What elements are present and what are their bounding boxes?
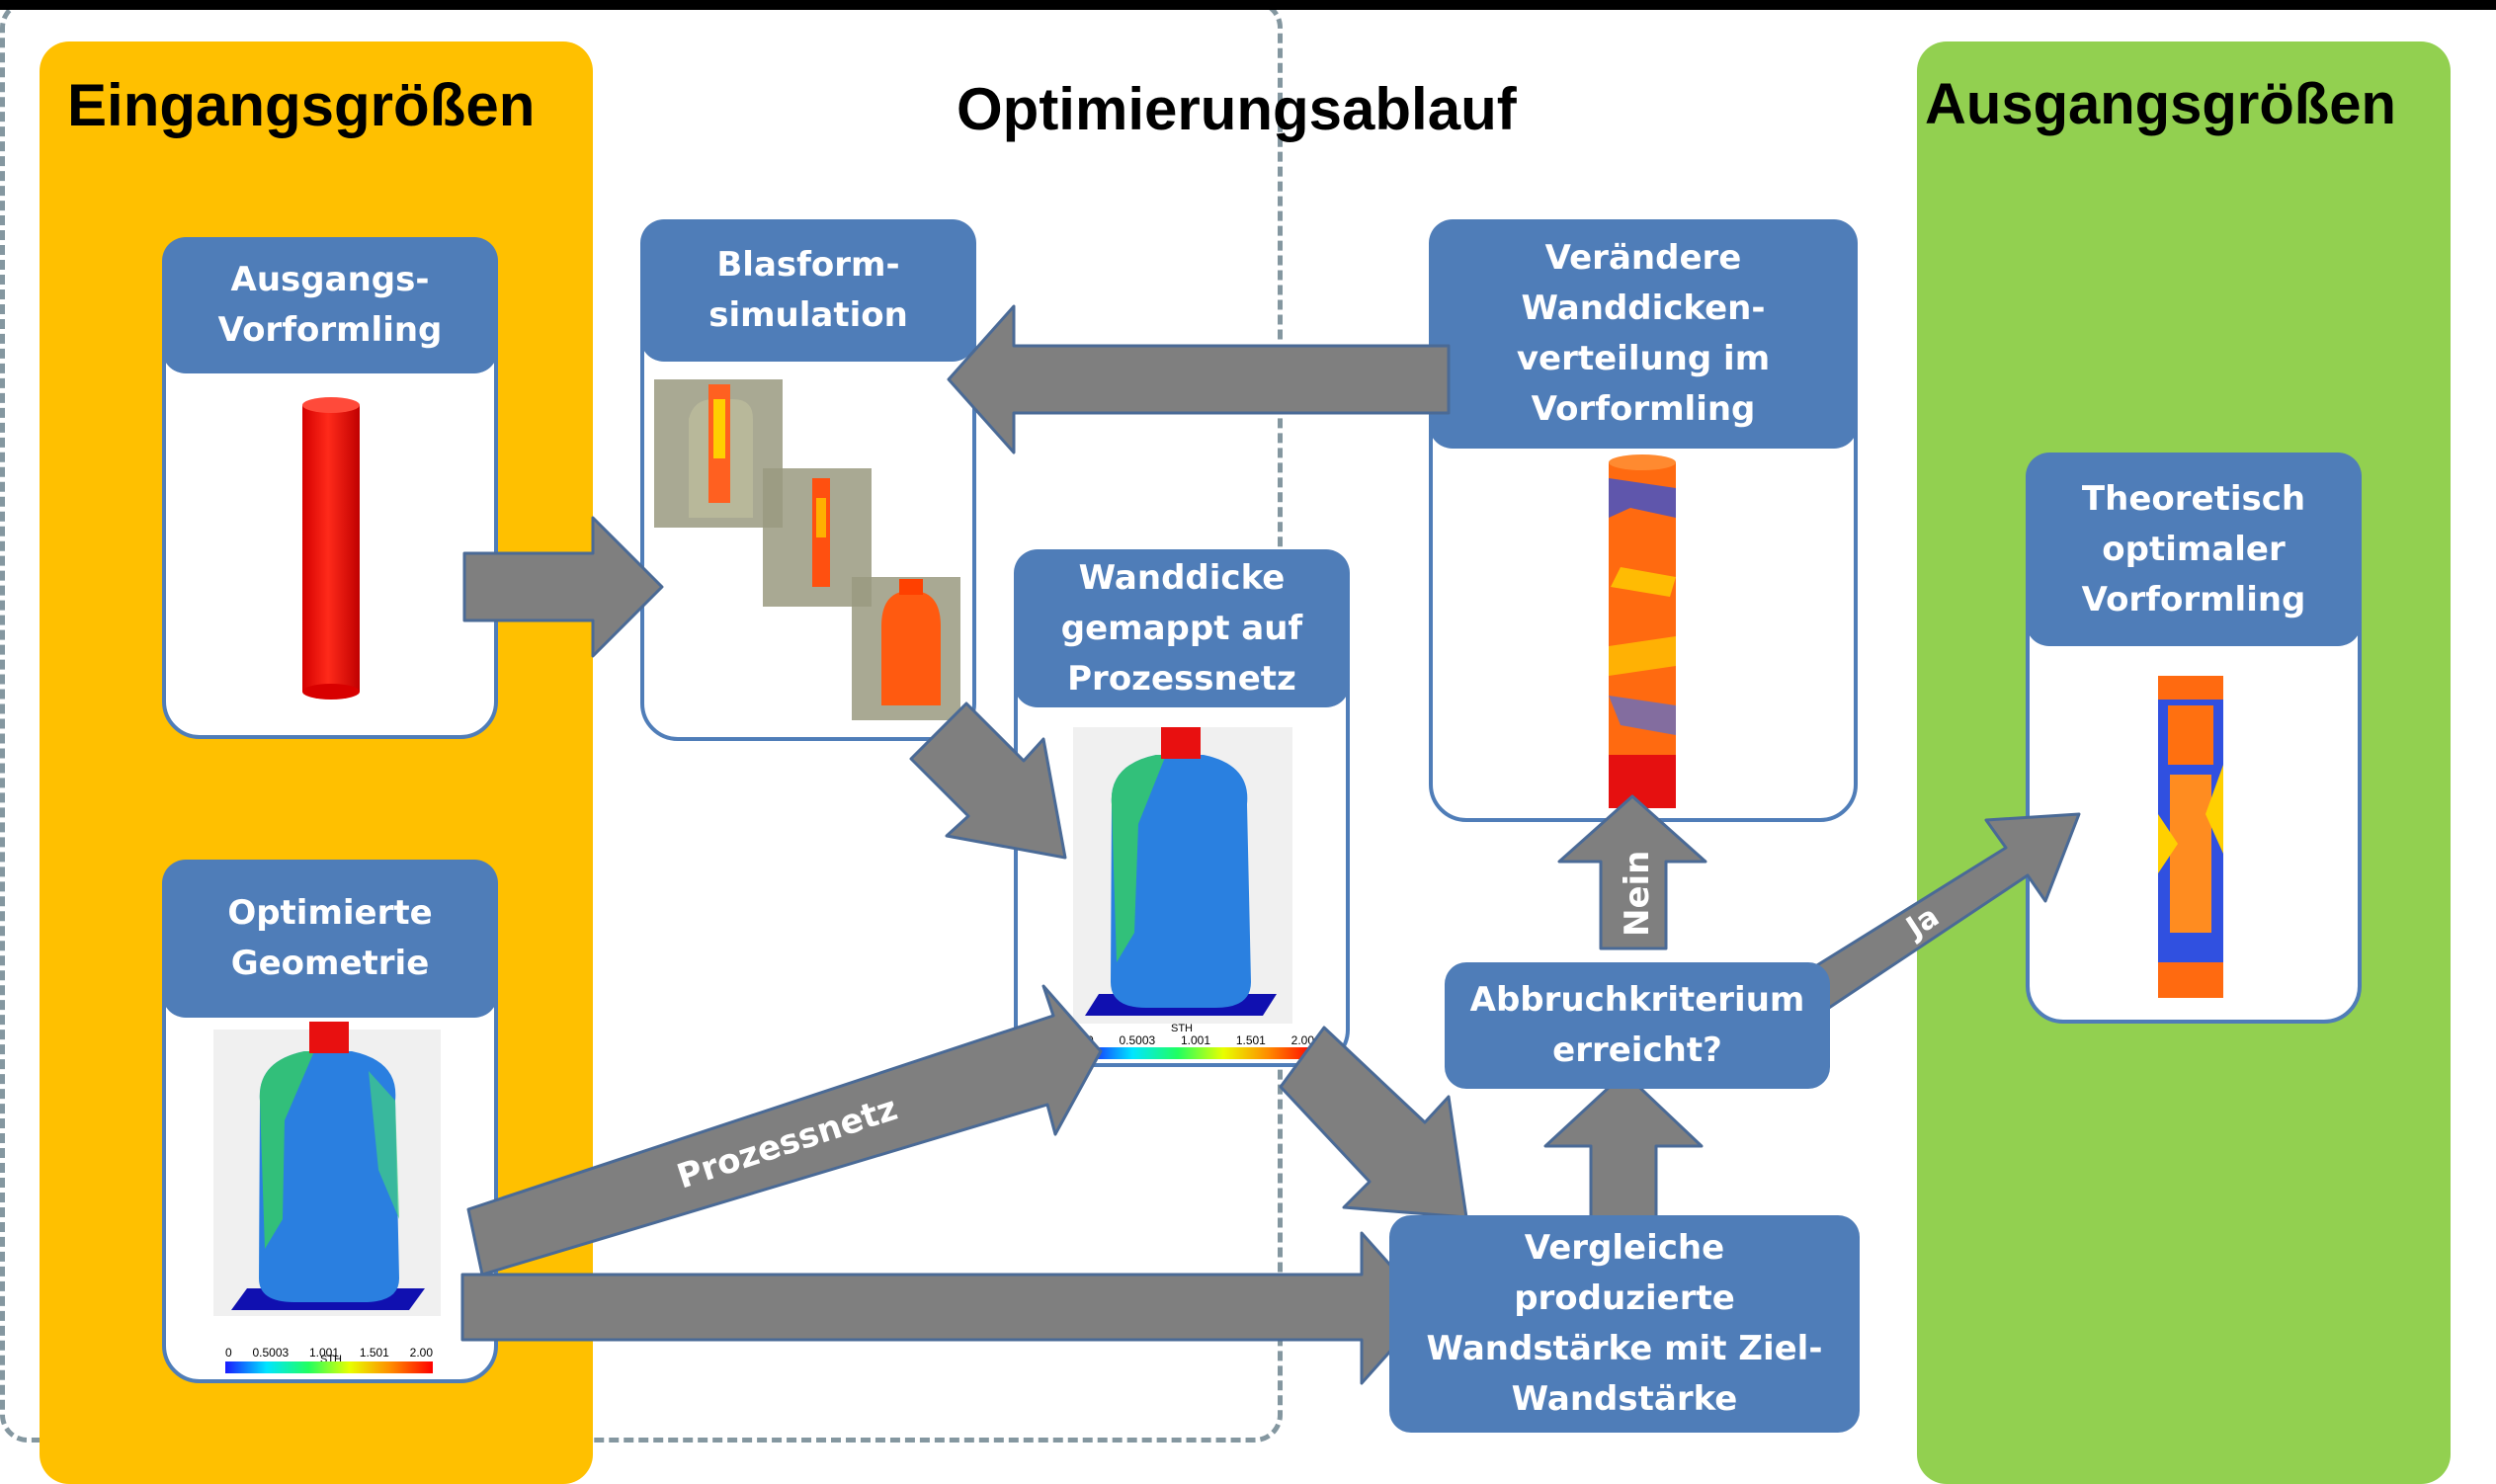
blow-molding-caption: Blasform- simulation xyxy=(640,219,976,362)
scale-tick: 2.00 xyxy=(1290,1033,1314,1047)
color-scale-bar xyxy=(225,1361,433,1373)
optimal-preform-image xyxy=(2158,676,2223,998)
compare-thickness-box: Vergleiche produzierte Wandstärke mit Zi… xyxy=(1389,1215,1860,1433)
color-scale-mid: 0 0.5003 1.001 1.501 2.00 xyxy=(1087,1033,1314,1061)
change-distribution-caption: Verändere Wanddicken- verteilung im Vorf… xyxy=(1429,219,1858,449)
outputs-heading: Ausgangsgrößen xyxy=(1925,72,2396,136)
scale-tick: 0.5003 xyxy=(1119,1033,1156,1047)
mold-simulation-image xyxy=(654,379,960,720)
no-label: Nein xyxy=(1618,851,1657,937)
arrow-mapped-to-compare xyxy=(1279,1026,1468,1219)
arrow-process-mesh xyxy=(466,984,1103,1277)
top-border xyxy=(0,0,2496,10)
arrow-geometry-to-compare xyxy=(460,1231,1431,1385)
scale-tick: 1.001 xyxy=(1180,1033,1211,1047)
scale-tick: 0 xyxy=(225,1346,232,1360)
arrow-termination-yes xyxy=(1794,812,2081,1016)
optimized-geometry-caption: Optimierte Geometrie xyxy=(162,860,498,1018)
arrow-blowmolding-to-mapped xyxy=(909,701,1067,860)
arrow-termination-no xyxy=(1557,794,1707,950)
scale-tick: 1.501 xyxy=(1235,1033,1266,1047)
scale-title: STH xyxy=(1171,1023,1193,1034)
arrow-compare-to-termination xyxy=(1543,1071,1704,1219)
arrow-preform-to-blowmolding xyxy=(462,516,664,658)
bottle-geometry-image: STH xyxy=(213,1022,441,1365)
termination-criterion-box: Abbruchkriterium erreicht? xyxy=(1445,962,1830,1089)
wall-thickness-caption: Wanddicke gemappt auf Prozessnetz xyxy=(1014,549,1350,707)
scale-tick: 0.5003 xyxy=(252,1346,290,1360)
red-preform-image xyxy=(302,397,360,700)
scale-tick: 2.00 xyxy=(409,1346,433,1360)
bottle-thickness-image: STH xyxy=(1073,727,1292,1034)
scale-tick: 1.501 xyxy=(359,1346,389,1360)
color-scale-left: 0 0.5003 1.001 1.501 2.00 xyxy=(225,1346,433,1375)
flow-arrows: Prozessnetz Nein Ja xyxy=(460,304,2081,1385)
optimal-preform-caption: Theoretisch optimaler Vorformling xyxy=(2026,453,2362,646)
process-heading: Optimierungsablauf xyxy=(957,76,1517,142)
arrow-change-to-blowmolding xyxy=(947,304,1451,454)
inputs-heading: Eingangsgrößen xyxy=(67,72,536,138)
initial-preform-caption: Ausgangs- Vorformling xyxy=(162,237,498,373)
modified-preform-image xyxy=(1609,454,1676,808)
color-scale-bar xyxy=(1087,1047,1314,1059)
scale-tick: 1.001 xyxy=(308,1346,340,1360)
